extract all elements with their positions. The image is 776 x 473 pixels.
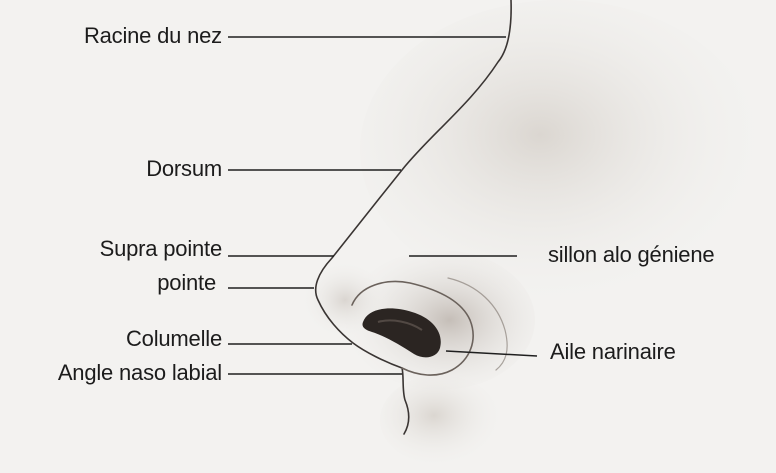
- label-aile-narinaire: Aile narinaire: [550, 341, 676, 363]
- label-angle-naso-labial: Angle naso labial: [58, 362, 222, 384]
- label-racine-du-nez: Racine du nez: [84, 25, 222, 47]
- label-columelle: Columelle: [126, 328, 222, 350]
- lip-shading: [380, 375, 500, 465]
- label-dorsum: Dorsum: [146, 158, 222, 180]
- label-pointe: pointe: [157, 272, 216, 294]
- label-sillon-alo-geniene: sillon alo géniene: [548, 244, 714, 266]
- label-supra-pointe: Supra pointe: [100, 238, 222, 260]
